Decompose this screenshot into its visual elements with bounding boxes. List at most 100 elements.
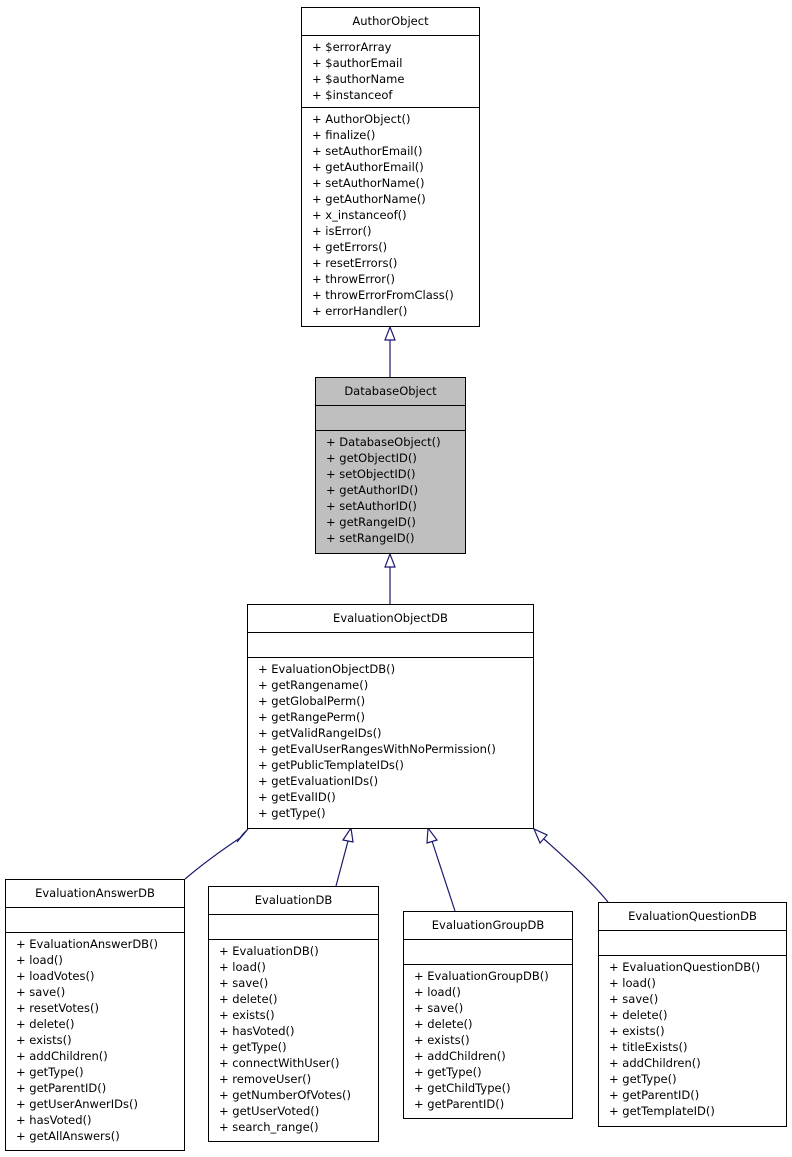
- method-item: + setAuthorEmail(): [312, 144, 423, 158]
- attribute-item: + $authorName: [312, 72, 405, 86]
- class-name: AuthorObject: [302, 8, 479, 36]
- method-item: + hasVoted(): [219, 1024, 295, 1038]
- method-item: + getChildType(): [414, 1081, 511, 1095]
- attributes-section: [404, 940, 572, 965]
- method-item: + titleExists(): [609, 1040, 688, 1054]
- method-item: + setAuthorName(): [312, 176, 425, 190]
- class-evaluationobjectdb[interactable]: EvaluationObjectDB + EvaluationObjectDB(…: [247, 604, 534, 829]
- arrowhead-evaluationquestiondb: [532, 827, 548, 845]
- method-item: + addChildren(): [414, 1049, 506, 1063]
- attribute-item: + $errorArray: [312, 40, 392, 54]
- arrowhead-authorobject: [384, 325, 396, 341]
- method-item: + exists(): [219, 1008, 275, 1022]
- method-item: + getObjectID(): [326, 451, 417, 465]
- attributes-section: [248, 633, 533, 658]
- attributes-section: [316, 406, 465, 431]
- class-authorobject[interactable]: AuthorObject + $errorArray + $authorEmail…: [301, 7, 480, 327]
- method-item: + EvaluationDB(): [219, 944, 319, 958]
- method-item: + getEvalUserRangesWithNoPermission(): [258, 742, 496, 756]
- method-item: + removeUser(): [219, 1072, 312, 1086]
- method-item: + getRangeID(): [326, 515, 416, 529]
- arrowhead-evaluationdb: [342, 826, 354, 843]
- method-item: + getAuthorID(): [326, 483, 419, 497]
- method-item: + save(): [609, 992, 659, 1006]
- method-item: + hasVoted(): [16, 1113, 92, 1127]
- method-item: + load(): [16, 953, 63, 967]
- class-name: DatabaseObject: [316, 378, 465, 406]
- method-item: + load(): [414, 985, 461, 999]
- attributes-section: [209, 915, 378, 940]
- method-item: + throwError(): [312, 272, 396, 286]
- method-item: + delete(): [609, 1008, 668, 1022]
- methods-section: + AuthorObject()+ finalize()+ setAuthorE…: [302, 108, 479, 323]
- method-item: + AuthorObject(): [312, 112, 411, 126]
- method-item: + getAuthorName(): [312, 192, 426, 206]
- methods-section: + EvaluationObjectDB() + getRangename() + …: [248, 658, 533, 825]
- method-item: + loadVotes(): [16, 969, 95, 983]
- method-item: + getRangePerm(): [258, 710, 365, 724]
- attribute-item: + $instanceof: [312, 88, 393, 102]
- arrowhead-evaluationanswerdb: [236, 828, 249, 843]
- method-item: + getAuthorEmail(): [312, 160, 424, 174]
- method-item: + DatabaseObject(): [326, 435, 441, 449]
- method-item: + getUserAnwerIDs(): [16, 1097, 138, 1111]
- class-databaseobject[interactable]: DatabaseObject + DatabaseObject() + getOb…: [315, 377, 466, 554]
- method-item: + throwErrorFromClass(): [312, 288, 454, 302]
- method-item: + errorHandler(): [312, 304, 408, 318]
- method-item: + x_instanceof(): [312, 208, 407, 222]
- class-evaluationdb[interactable]: EvaluationDB + EvaluationDB()+ load()+ s…: [208, 886, 379, 1142]
- class-name: EvaluationDB: [209, 887, 378, 915]
- methods-section: + EvaluationQuestionDB()+ load()+ save()…: [599, 956, 786, 1123]
- class-name: EvaluationObjectDB: [248, 605, 533, 633]
- method-item: + getType(): [414, 1065, 482, 1079]
- method-item: + getTemplateID(): [609, 1104, 715, 1118]
- methods-section: + EvaluationDB()+ load()+ save()+ delete…: [209, 940, 378, 1139]
- method-item: + getAllAnswers(): [16, 1129, 120, 1143]
- class-name: EvaluationQuestionDB: [599, 903, 786, 931]
- method-item: + getValidRangeIDs(): [258, 726, 382, 740]
- edge-evaluationdb-to-evaluationobjectdb: [335, 840, 349, 887]
- method-item: + EvaluationAnswerDB(): [16, 937, 159, 951]
- method-item: + save(): [219, 976, 269, 990]
- method-item: + getGlobalPerm(): [258, 694, 366, 708]
- method-item: + delete(): [414, 1017, 473, 1031]
- method-item: + resetVotes(): [16, 1001, 99, 1015]
- method-item: + connectWithUser(): [219, 1056, 340, 1070]
- method-item: + addChildren(): [609, 1056, 701, 1070]
- method-item: + setAuthorID(): [326, 499, 417, 513]
- class-evaluationgroupdb[interactable]: EvaluationGroupDB + EvaluationGroupDB()+…: [403, 911, 573, 1119]
- method-item: + EvaluationGroupDB(): [414, 969, 549, 983]
- method-item: + getType(): [609, 1072, 677, 1086]
- method-item: + search_range(): [219, 1120, 319, 1134]
- method-item: + isError(): [312, 224, 372, 238]
- method-item: + save(): [414, 1001, 464, 1015]
- method-item: + getPublicTemplateIDs(): [258, 758, 404, 772]
- methods-section: + DatabaseObject() + getObjectID() + setOb…: [316, 431, 465, 550]
- class-evaluationquestiondb[interactable]: EvaluationQuestionDB + EvaluationQuestio…: [598, 902, 787, 1127]
- method-item: + getParentID(): [16, 1081, 107, 1095]
- attributes-section: + $errorArray + $authorEmail + $authorName…: [302, 36, 479, 108]
- method-item: + getParentID(): [609, 1088, 700, 1102]
- methods-section: + EvaluationGroupDB() + load() + save() + d…: [404, 965, 572, 1116]
- edge-evaluationgroupdb-to-evaluationobjectdb: [431, 840, 456, 912]
- method-item: + setRangeID(): [326, 531, 415, 545]
- attributes-section: [599, 931, 786, 956]
- methods-section: + EvaluationAnswerDB() + load() + loadVote…: [6, 933, 184, 1148]
- method-item: + exists(): [16, 1033, 72, 1047]
- method-item: + resetErrors(): [312, 256, 398, 270]
- method-item: + getRangename(): [258, 678, 369, 692]
- method-item: + getType(): [16, 1065, 84, 1079]
- method-item: + getEvaluationIDs(): [258, 774, 379, 788]
- method-item: + EvaluationObjectDB(): [258, 662, 396, 676]
- method-item: + save(): [16, 985, 66, 999]
- method-item: + setObjectID(): [326, 467, 416, 481]
- method-item: + load(): [609, 976, 656, 990]
- arrowhead-evaluationgroupdb: [426, 826, 438, 844]
- class-name: EvaluationAnswerDB: [6, 880, 184, 908]
- class-evaluationanswerdb[interactable]: EvaluationAnswerDB + EvaluationAnswerDB(…: [5, 879, 185, 1151]
- attribute-item: + $authorEmail: [312, 56, 403, 70]
- method-item: + exists(): [609, 1024, 665, 1038]
- class-name: EvaluationGroupDB: [404, 912, 572, 940]
- method-item: + delete(): [219, 992, 278, 1006]
